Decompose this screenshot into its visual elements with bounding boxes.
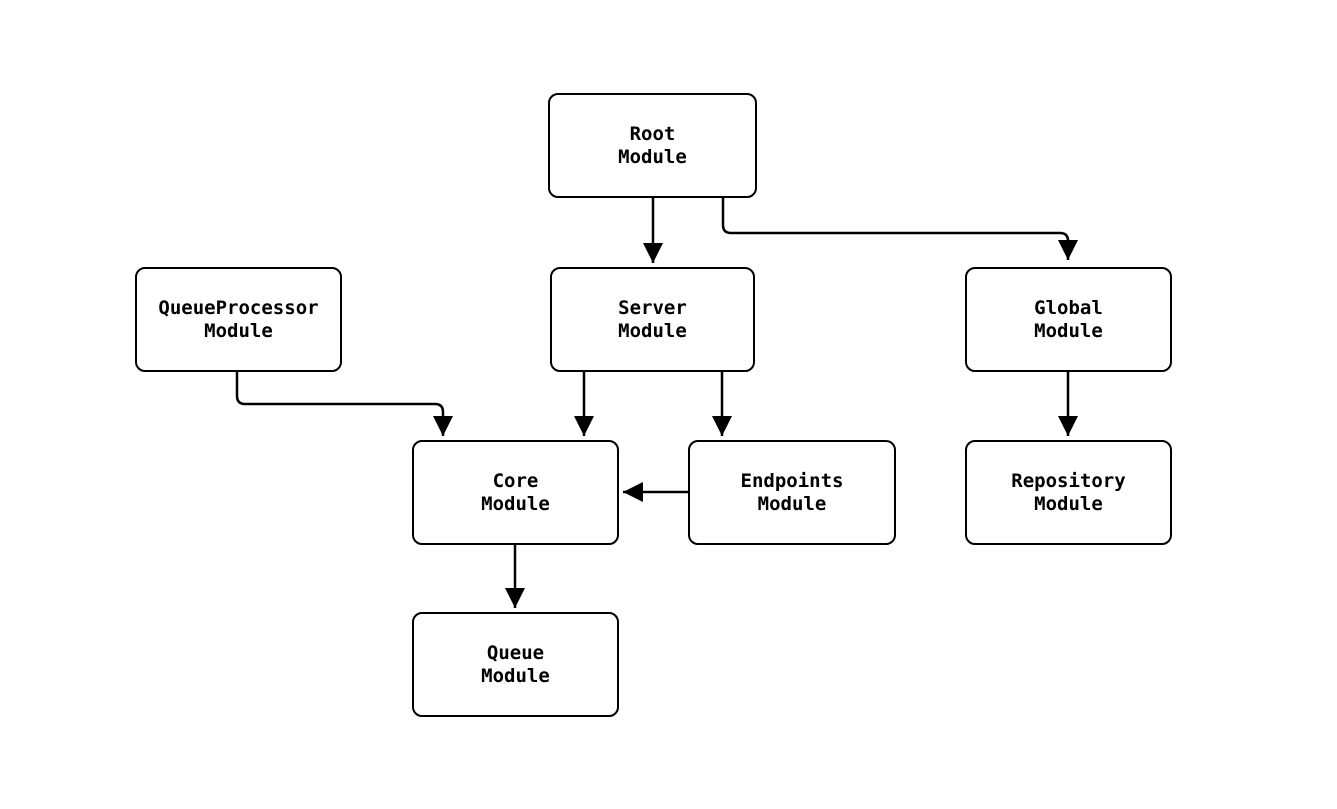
node-global-module: Global Module (965, 267, 1172, 372)
node-endpoints-module: Endpoints Module (688, 440, 896, 545)
node-repository-module: Repository Module (965, 440, 1172, 545)
node-queueprocessor-module: QueueProcessor Module (135, 267, 342, 372)
edge-root-to-global (721, 198, 1078, 260)
node-server-module: Server Module (550, 267, 755, 372)
node-queue-module: Queue Module (412, 612, 619, 717)
edge-queueprocessor-to-core (235, 372, 453, 436)
node-root-module: Root Module (548, 93, 757, 198)
node-core-module: Core Module (412, 440, 619, 545)
